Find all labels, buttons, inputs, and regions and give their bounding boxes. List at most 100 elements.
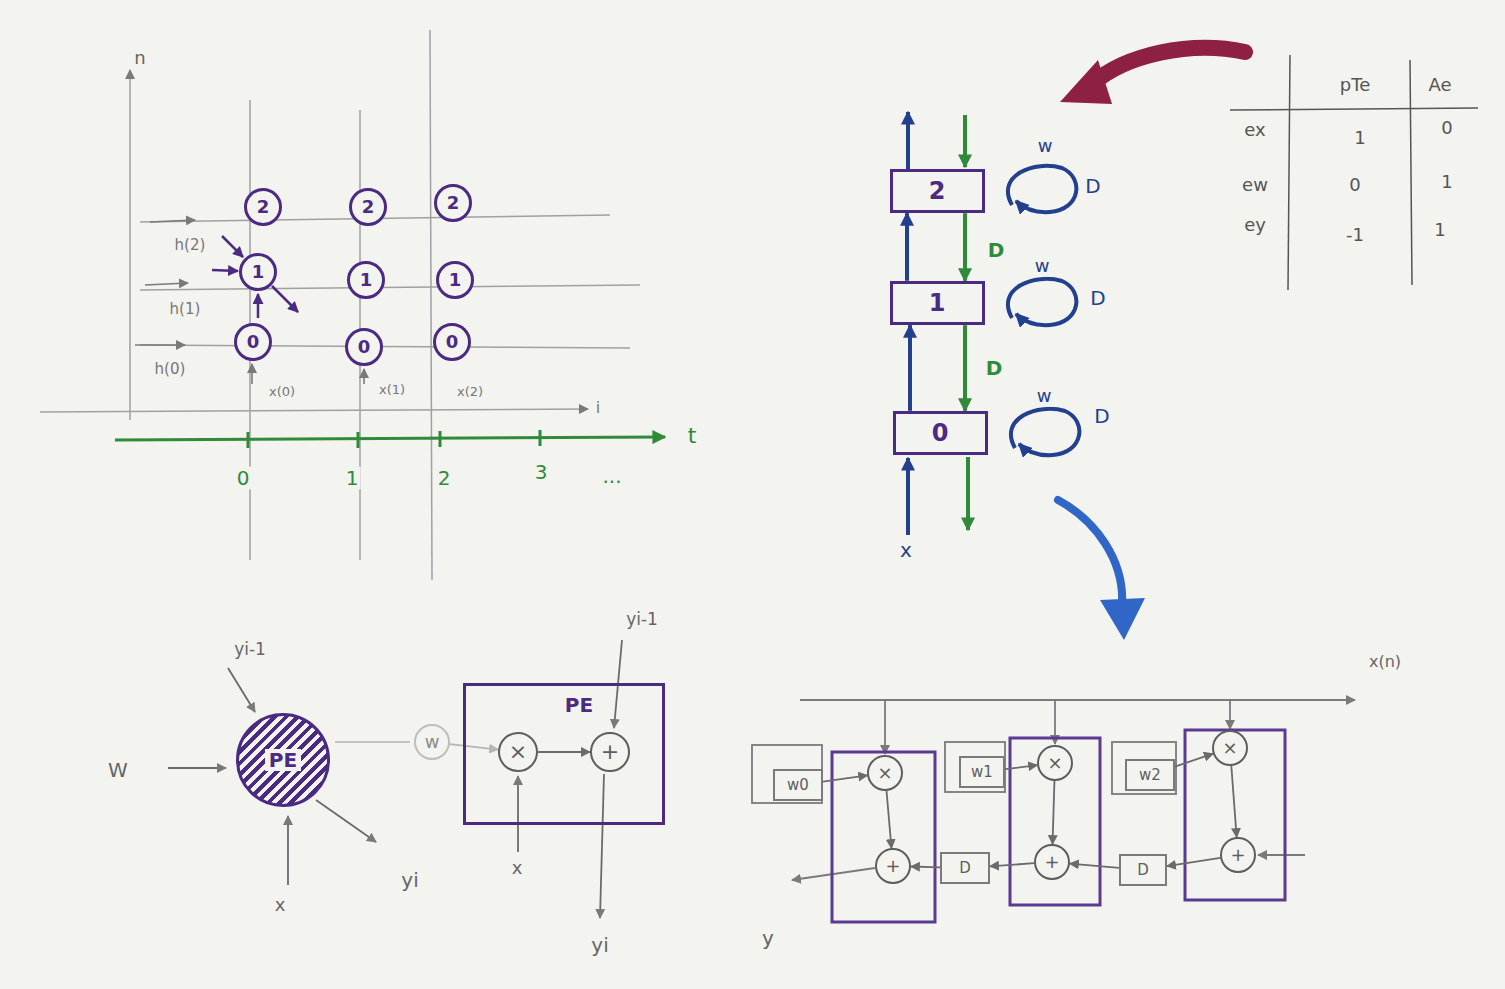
- sketch-label: w: [1033, 256, 1052, 277]
- node-text: 0: [358, 337, 371, 357]
- node-text: w1: [971, 764, 993, 781]
- circle-node: 2: [349, 188, 387, 226]
- sketch-label: x(1): [377, 383, 407, 398]
- sketch-label: -1: [1344, 225, 1366, 246]
- pe-circle: PE: [236, 713, 330, 807]
- sketch-label: h(1): [168, 301, 203, 318]
- node-text: +: [1230, 845, 1245, 865]
- circle-node: ×: [1212, 730, 1248, 766]
- register-box: w1: [959, 756, 1005, 789]
- node-text: 1: [929, 290, 946, 316]
- sketch-label: w: [1036, 136, 1055, 157]
- circle-node: +: [875, 848, 911, 884]
- register-box: w2: [1125, 759, 1175, 792]
- node-text: w: [425, 732, 440, 752]
- pe-outlines: [832, 730, 1285, 922]
- node-text: w2: [1139, 767, 1161, 784]
- connector: [908, 325, 912, 411]
- node-text: 0: [247, 332, 260, 352]
- node-text: 2: [257, 197, 270, 217]
- sketch-label: y: [760, 927, 776, 950]
- register-box: 0: [893, 411, 988, 455]
- node-text: ×: [509, 740, 527, 764]
- circle-node: 2: [244, 188, 282, 226]
- sketch-label: ...: [600, 465, 623, 488]
- sketch-label: x(2): [455, 385, 485, 400]
- circle-node: 0: [234, 323, 272, 361]
- circle-node: 0: [433, 323, 471, 361]
- sketch-label: 1: [344, 467, 361, 490]
- node-text: 1: [449, 270, 462, 290]
- circle-node: ×: [867, 755, 903, 791]
- register-box: w0: [773, 769, 823, 802]
- register-box: 1: [890, 281, 985, 325]
- circle-node: 1: [239, 253, 277, 291]
- node-text: 0: [446, 332, 459, 352]
- sketch-label: 0: [1439, 118, 1454, 139]
- sketch-label: ex: [1242, 120, 1267, 141]
- connector: [1231, 766, 1236, 837]
- sketch-label: D: [1092, 405, 1111, 428]
- sketch-label: h(0): [153, 361, 188, 378]
- sketch-label: i: [594, 399, 602, 417]
- sketch-label: ey: [1242, 215, 1268, 236]
- sketch-label: W: [106, 759, 130, 782]
- sketch-label: 1: [1432, 220, 1447, 241]
- node-text: +: [885, 856, 900, 876]
- node-text: 0: [932, 420, 949, 446]
- sketch-label: yi: [399, 869, 420, 892]
- sketch-label: t: [686, 423, 699, 448]
- sketch-label: Ae: [1426, 75, 1453, 96]
- sketch-label: x(n): [1367, 653, 1403, 671]
- sketch-label: 3: [533, 461, 550, 484]
- node-text: PE: [265, 749, 301, 771]
- node-text: w0: [787, 777, 809, 794]
- sketch-label: pTe: [1338, 75, 1372, 96]
- fir-wires: [752, 700, 1355, 880]
- node-text: 1: [252, 262, 265, 282]
- node-text: 2: [362, 197, 375, 217]
- sketch-label: x: [510, 858, 525, 879]
- self-loops: [1008, 166, 1079, 455]
- circle-node: ×: [1037, 745, 1073, 781]
- sketch-label: yi-1: [232, 640, 268, 660]
- sketch-label: h(2): [173, 237, 208, 254]
- time-axis: [115, 430, 665, 448]
- connector: [963, 325, 967, 411]
- circle-node: +: [590, 732, 630, 772]
- connector: [990, 863, 1034, 866]
- connector: [823, 775, 867, 781]
- sketch-label: D: [1083, 175, 1102, 198]
- sketch-label: 1: [1439, 172, 1454, 193]
- circle-node: 1: [347, 261, 385, 299]
- node-text: +: [1044, 852, 1059, 872]
- register-box: D: [940, 852, 990, 885]
- grid-lines: [40, 30, 640, 580]
- dependency-arrows: [212, 236, 298, 318]
- connector: [1070, 864, 1119, 868]
- sketch-label: x: [898, 539, 914, 562]
- sketch-label: yi-1: [624, 610, 660, 630]
- sketch-label: 0: [1347, 175, 1362, 196]
- connector: [450, 744, 498, 750]
- pe-arrows: [168, 640, 622, 918]
- circle-node: 2: [434, 184, 472, 222]
- circle-node: ×: [498, 732, 538, 772]
- connector: [538, 751, 590, 753]
- node-text: PE: [565, 694, 593, 716]
- pe-box: PE × +: [463, 683, 665, 825]
- sketch-label: ew: [1240, 175, 1270, 196]
- circle-node: +: [1034, 844, 1070, 880]
- circle-node: 0: [345, 328, 383, 366]
- node-text: 2: [447, 193, 460, 213]
- sketch-label: yi: [589, 934, 610, 957]
- sketch-label: w: [1035, 386, 1054, 407]
- edge-label: D: [984, 357, 1005, 380]
- node-text: +: [601, 740, 619, 764]
- sketch-label: 1: [1352, 128, 1367, 149]
- register-box: D: [1119, 854, 1167, 887]
- edge-label: D: [986, 239, 1007, 262]
